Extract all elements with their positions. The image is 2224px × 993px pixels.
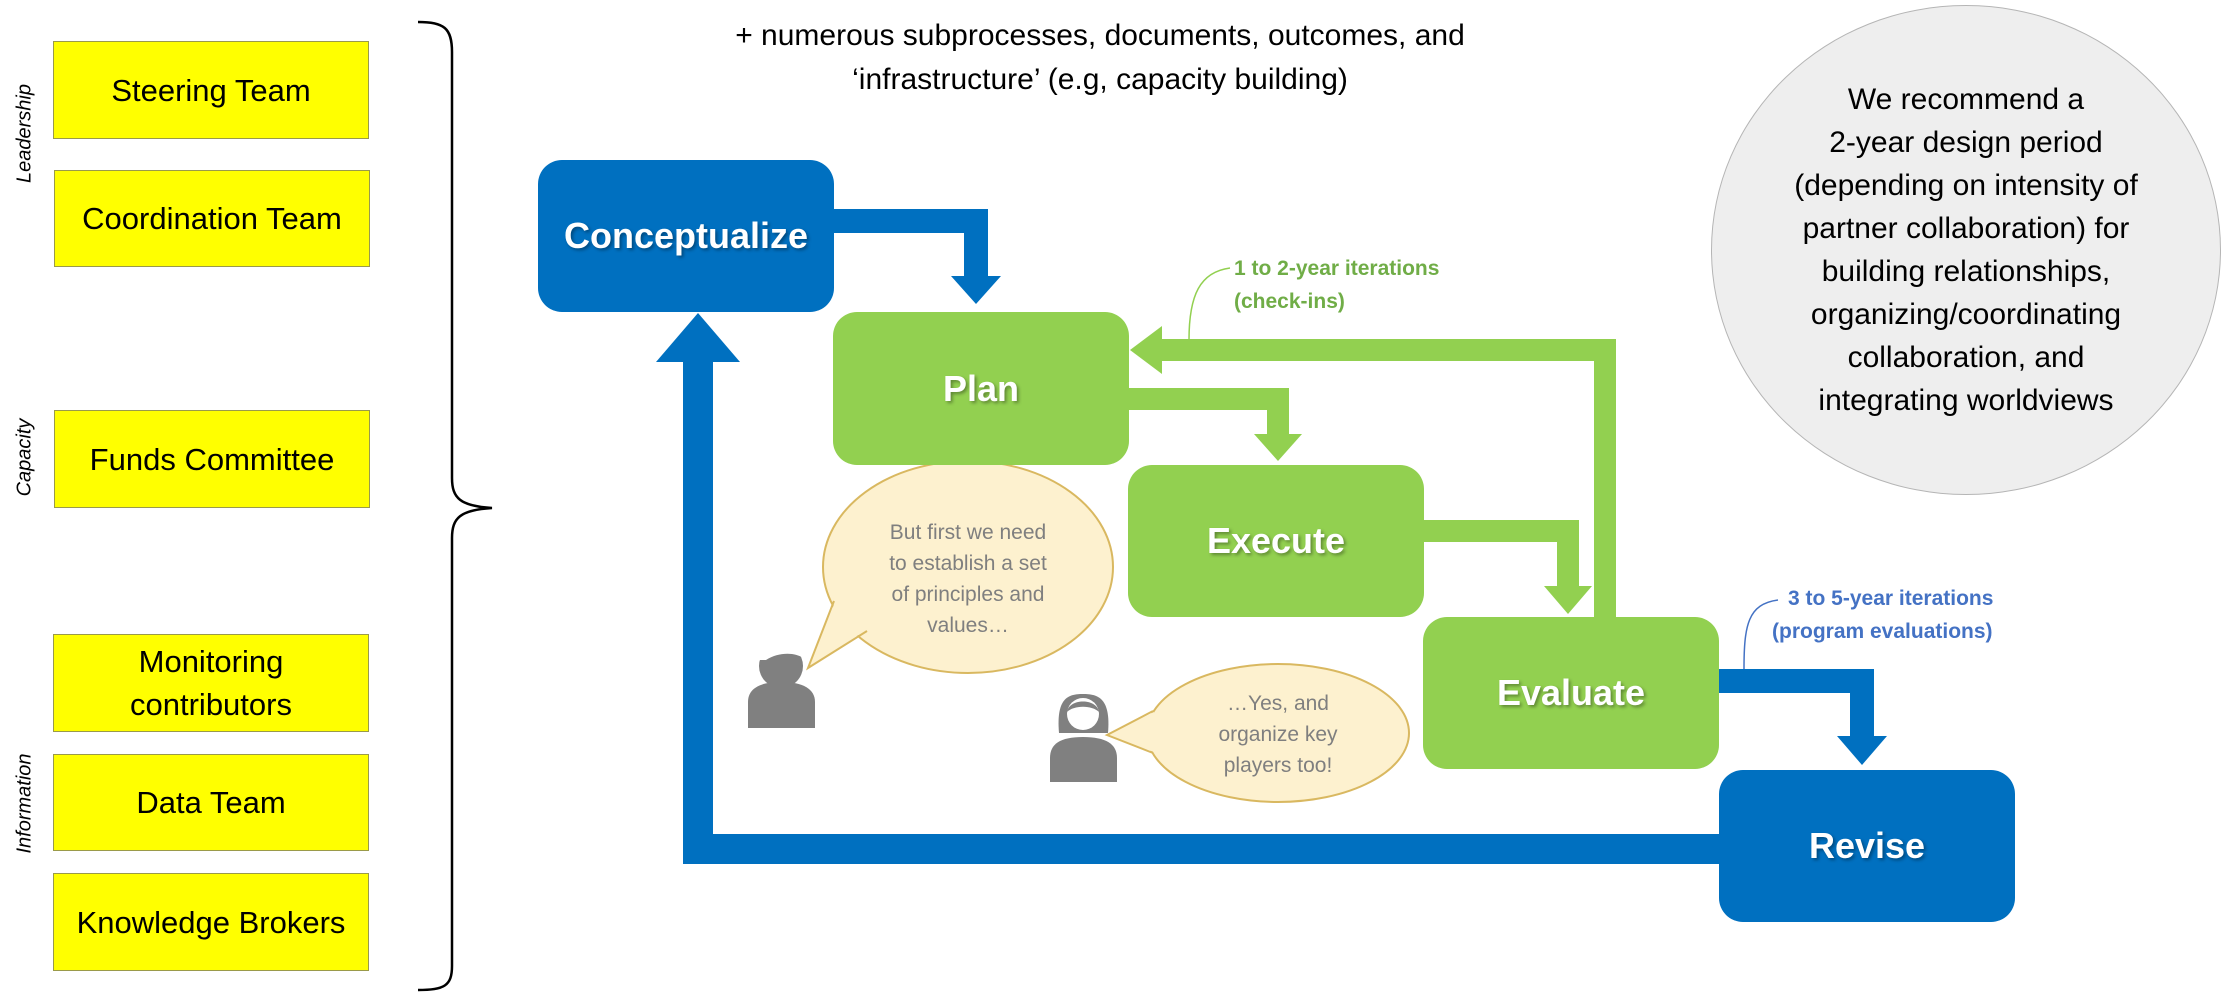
subprocesses-note: + numerous subprocesses, documents, outc…: [650, 14, 1550, 102]
leadership-label: Leadership: [13, 84, 36, 183]
principles-bubble-line3: of principles and: [891, 583, 1045, 606]
conceptualize-to-plan-arrow: [834, 209, 988, 278]
plan-to-execute-arrow: [1128, 388, 1289, 436]
conceptualize-step: Conceptualize: [538, 160, 834, 312]
team-grouping-brace: [417, 20, 493, 992]
principles-bubble-line1: But first we need: [889, 521, 1047, 544]
steering-team-label: Steering Team: [111, 72, 311, 108]
recommendation-line1: We recommend a: [1847, 83, 2085, 116]
organize-bubble-line3: players too!: [1223, 754, 1333, 777]
funds-committee-label: Funds Committee: [89, 441, 335, 477]
subprocesses-note-line1: + numerous subprocesses, documents, outc…: [735, 19, 1465, 52]
execute-to-evaluate-arrowhead: [1544, 586, 1592, 614]
monitoring-contributors-box: Monitoring contributors: [53, 634, 369, 732]
short-iteration-line2: (check-ins): [1234, 290, 1345, 313]
coordination-team-label: Coordination Team: [82, 201, 342, 236]
evaluate-to-revise-arrow: [1718, 669, 1874, 738]
principles-bubble-line2: to establish a set: [889, 552, 1047, 575]
information-label: Information: [13, 753, 36, 854]
capacity-label: Capacity: [13, 418, 36, 497]
recommendation-line6: organizing/coordinating: [1810, 298, 2122, 331]
data-team-label: Data Team: [136, 785, 286, 820]
monitoring-contributors-label-line2: contributors: [130, 687, 292, 722]
recommendation-line2: 2-year design period: [1829, 126, 2103, 159]
long-iteration-line1: 3 to 5-year iterations: [1788, 587, 1994, 610]
evaluate-to-plan-arrow: [1160, 339, 1616, 618]
execute-to-evaluate-arrow: [1424, 520, 1579, 588]
data-team-box: Data Team: [53, 754, 369, 851]
man-avatar-icon: [748, 639, 815, 728]
knowledge-brokers-label: Knowledge Brokers: [76, 904, 346, 940]
long-iteration-leader-line: [1743, 599, 1779, 670]
recommendation-circle: We recommend a 2-year design period (dep…: [1711, 5, 2221, 495]
coordination-team-box: Coordination Team: [54, 170, 370, 267]
woman-avatar-icon: [1050, 694, 1117, 782]
short-iteration-callout: 1 to 2-year iterations (check-ins): [1234, 252, 1439, 318]
recommendation-text: We recommend a 2-year design period (dep…: [1761, 78, 2171, 422]
recommendation-line4: partner collaboration) for: [1802, 212, 2130, 245]
revise-to-conceptualize-arrow: [683, 355, 1720, 864]
principles-bubble-text: But first we need to establish a set of …: [858, 517, 1078, 641]
monitoring-contributors-label-line1: Monitoring: [138, 644, 284, 679]
evaluate-to-plan-arrowhead: [1130, 326, 1162, 374]
recommendation-line7: collaboration, and: [1847, 341, 2085, 374]
knowledge-brokers-box: Knowledge Brokers: [53, 873, 369, 971]
recommendation-line5: building relationships,: [1821, 255, 2111, 288]
steering-team-box: Steering Team: [53, 41, 369, 139]
recommendation-line3: (depending on intensity of: [1794, 169, 2138, 202]
evaluate-to-revise-arrowhead: [1837, 736, 1887, 765]
organize-bubble-line2: organize key: [1218, 723, 1338, 746]
long-iteration-callout: 3 to 5-year iterations (program evaluati…: [1772, 582, 1993, 648]
organize-bubble-text: …Yes, and organize key players too!: [1168, 688, 1388, 781]
revise-to-conceptualize-arrowhead: [656, 313, 740, 362]
organize-bubble-line1: …Yes, and: [1227, 692, 1329, 715]
funds-committee-box: Funds Committee: [54, 410, 370, 508]
execute-step: Execute: [1128, 465, 1424, 617]
recommendation-line8: integrating worldviews: [1818, 384, 2114, 417]
conceptualize-to-plan-arrowhead: [951, 276, 1001, 304]
long-iteration-line2: (program evaluations): [1772, 620, 1993, 643]
subprocesses-note-line2: ‘infrastructure’ (e.g, capacity building…: [852, 63, 1348, 96]
plan-to-execute-arrowhead: [1254, 434, 1302, 461]
revise-step: Revise: [1719, 770, 2015, 922]
principles-bubble-line4: values…: [927, 614, 1009, 637]
speech-bubble-organize: [1104, 663, 1410, 803]
evaluate-step: Evaluate: [1423, 617, 1719, 769]
short-iteration-leader-line: [1188, 267, 1231, 341]
short-iteration-line1: 1 to 2-year iterations: [1234, 257, 1440, 280]
plan-step: Plan: [833, 312, 1129, 465]
